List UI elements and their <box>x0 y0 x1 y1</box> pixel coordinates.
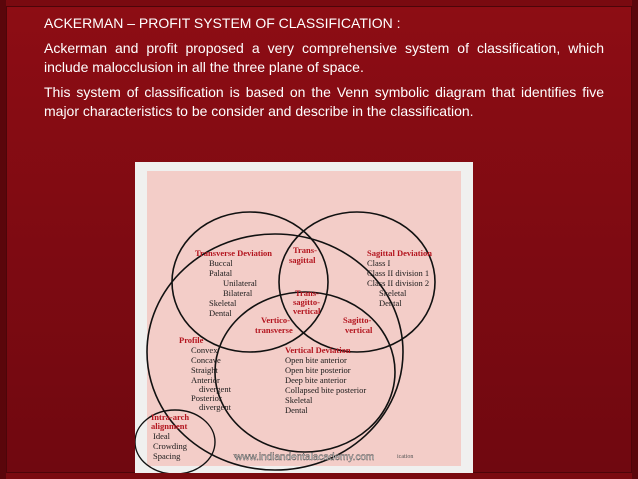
vertical-item: Deep bite anterior <box>285 375 347 385</box>
caption-right: ication <box>397 454 413 460</box>
transverse-item: Skeletal <box>209 298 237 308</box>
vertical-item: Open bite anterior <box>285 355 347 365</box>
sagittal-title: Sagittal Deviation <box>367 248 432 258</box>
profile-item: Posterior <box>191 393 222 403</box>
venn-diagram: Transverse Deviation Buccal Palatal Unil… <box>135 211 436 473</box>
vertico-transverse-label: transverse <box>255 325 293 335</box>
intra-arch-circle <box>135 409 216 473</box>
trans-sagittal-label: Trans- <box>293 245 317 255</box>
transverse-item: Bilateral <box>223 288 253 298</box>
profile-item: Straight <box>191 365 219 375</box>
intra-arch-item: Spacing <box>153 451 181 461</box>
paragraph-1: Ackerman and profit proposed a very comp… <box>44 40 604 75</box>
sagittal-item: Class I <box>367 258 391 268</box>
vertical-item: Collapsed bite posterior <box>285 385 366 395</box>
transverse-item: Palatal <box>209 268 233 278</box>
vertical-item: Skeletal <box>285 395 313 405</box>
vertical-item: Dental <box>285 405 308 415</box>
profile-title: Profile <box>179 335 204 345</box>
transverse-circle <box>171 211 329 353</box>
sagittal-circle <box>278 211 436 353</box>
caption-left: V <box>233 454 238 460</box>
sagittal-item: Class II division 1 <box>367 268 429 278</box>
slide-text: ACKERMAN – PROFIT SYSTEM OF CLASSIFICATI… <box>44 14 604 127</box>
trans-sagittal-label: sagittal <box>289 255 316 265</box>
transverse-title: Transverse Deviation <box>195 248 272 258</box>
vertico-transverse-label: Vertico- <box>261 315 290 325</box>
slide-heading: ACKERMAN – PROFIT SYSTEM OF CLASSIFICATI… <box>44 15 401 31</box>
sagittal-item: Skeletal <box>379 288 407 298</box>
profile-item: Concave <box>191 355 221 365</box>
outer-profile-circle <box>146 233 404 471</box>
sagittal-item: Class II division 2 <box>367 278 429 288</box>
profile-item: divergent <box>199 384 232 394</box>
intra-arch-item: Crowding <box>153 441 188 451</box>
venn-figure: Transverse Deviation Buccal Palatal Unil… <box>135 162 473 473</box>
trans-sagitto-vertical-label: sagitto- <box>293 297 320 307</box>
sagitto-vertical-label: Sagitto- <box>343 315 372 325</box>
intra-arch-title: alignment <box>151 421 188 431</box>
paragraph-2: This system of classification is based o… <box>44 84 604 119</box>
trans-sagitto-vertical-label: Trans- <box>295 288 319 298</box>
profile-item: Convex <box>191 345 218 355</box>
sagittal-item: Dental <box>379 298 402 308</box>
intra-arch-title: Intra-arch <box>151 412 189 422</box>
sagitto-vertical-label: vertical <box>345 325 373 335</box>
trans-sagitto-vertical-label: vertical <box>293 306 321 316</box>
profile-item: Anterior <box>191 375 220 385</box>
slide-edge-right <box>632 0 638 479</box>
transverse-item: Unilateral <box>223 278 258 288</box>
profile-item: divergent <box>199 402 232 412</box>
vertical-item: Open bite posterior <box>285 365 351 375</box>
transverse-item: Buccal <box>209 258 233 268</box>
slide-edge-left <box>0 0 6 479</box>
vertical-title: Vertical Deviation <box>285 345 351 355</box>
transverse-item: Dental <box>209 308 232 318</box>
vertical-circle <box>214 291 396 453</box>
watermark-text: www.indiandentalacademy.com <box>234 452 374 463</box>
intra-arch-item: Ideal <box>153 431 171 441</box>
